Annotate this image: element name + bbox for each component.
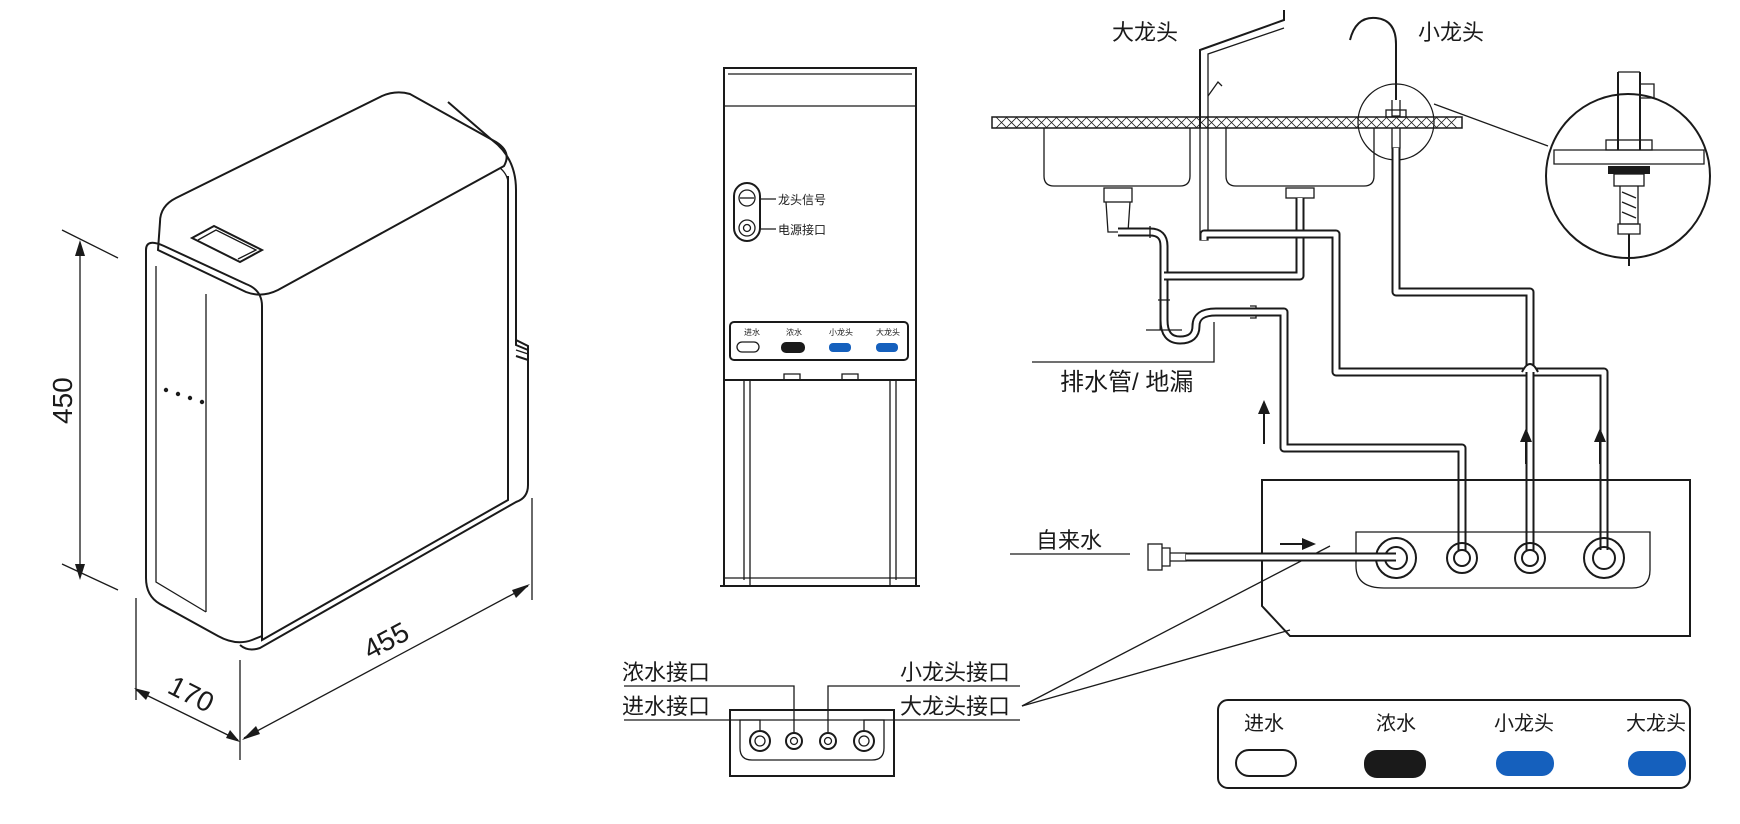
big-faucet-label: 大龙头 xyxy=(1112,20,1178,45)
back-label-small-faucet: 小龙头 xyxy=(829,327,853,337)
dim-width-label: 455 xyxy=(358,616,414,665)
tap-water-inlet xyxy=(1010,538,1396,571)
back-label-big-faucet: 大龙头 xyxy=(876,327,900,337)
legend-label-small-faucet: 小龙头 xyxy=(1494,712,1554,735)
dim-height-label: 450 xyxy=(47,377,78,424)
back-port-big-faucet xyxy=(876,343,898,352)
small-faucet xyxy=(1349,16,1407,149)
back-port-small-faucet xyxy=(829,343,851,352)
small-faucet-label: 小龙头 xyxy=(1418,20,1484,45)
magnified-port-box xyxy=(1261,479,1691,637)
legend-label-big-faucet: 大龙头 xyxy=(1626,712,1686,735)
legend-swatch-small-faucet xyxy=(1496,751,1554,776)
back-port-concentrate xyxy=(781,342,805,353)
color-legend: 进水 浓水 小龙头 大龙头 xyxy=(1217,699,1691,789)
dim-depth-label: 170 xyxy=(163,670,219,719)
back-port-inlet xyxy=(736,341,760,353)
isometric-unit xyxy=(145,91,529,651)
legend-label-concentrate: 浓水 xyxy=(1376,712,1416,735)
back-port-panel xyxy=(729,321,909,361)
power-port-label: 电源接口 xyxy=(778,222,826,237)
concentrate-port-label: 浓水接口 xyxy=(622,660,710,685)
big-faucet-port-label: 大龙头接口 xyxy=(900,694,1010,719)
back-label-inlet: 进水 xyxy=(744,327,760,337)
inlet-port-label: 进水接口 xyxy=(622,694,710,719)
drain-label: 排水管/ 地漏 xyxy=(1060,369,1193,396)
faucet-mount-detail xyxy=(1545,71,1711,266)
indicator-dots xyxy=(163,387,205,405)
unit-back-view: 龙头信号 电源接口 进水 浓水 小龙头 大龙头 xyxy=(720,67,920,587)
legend-swatch-big-faucet xyxy=(1628,751,1686,776)
supply-tubes xyxy=(1199,148,1609,550)
countertop xyxy=(991,116,1463,129)
legend-label-inlet: 进水 xyxy=(1244,712,1284,735)
connector-detail xyxy=(624,685,1020,777)
tap-water-label: 自来水 xyxy=(1036,528,1102,553)
legend-swatch-inlet xyxy=(1235,749,1297,777)
double-sink xyxy=(1043,128,1375,233)
drain-trap xyxy=(1032,198,1305,363)
small-faucet-port-label: 小龙头接口 xyxy=(900,660,1010,685)
faucet-signal-label: 龙头信号 xyxy=(778,193,826,207)
dimension-lines xyxy=(61,229,533,760)
legend-swatch-concentrate xyxy=(1364,750,1426,778)
back-label-concentrate: 浓水 xyxy=(786,327,802,337)
faucet-signal-socket xyxy=(733,182,761,242)
